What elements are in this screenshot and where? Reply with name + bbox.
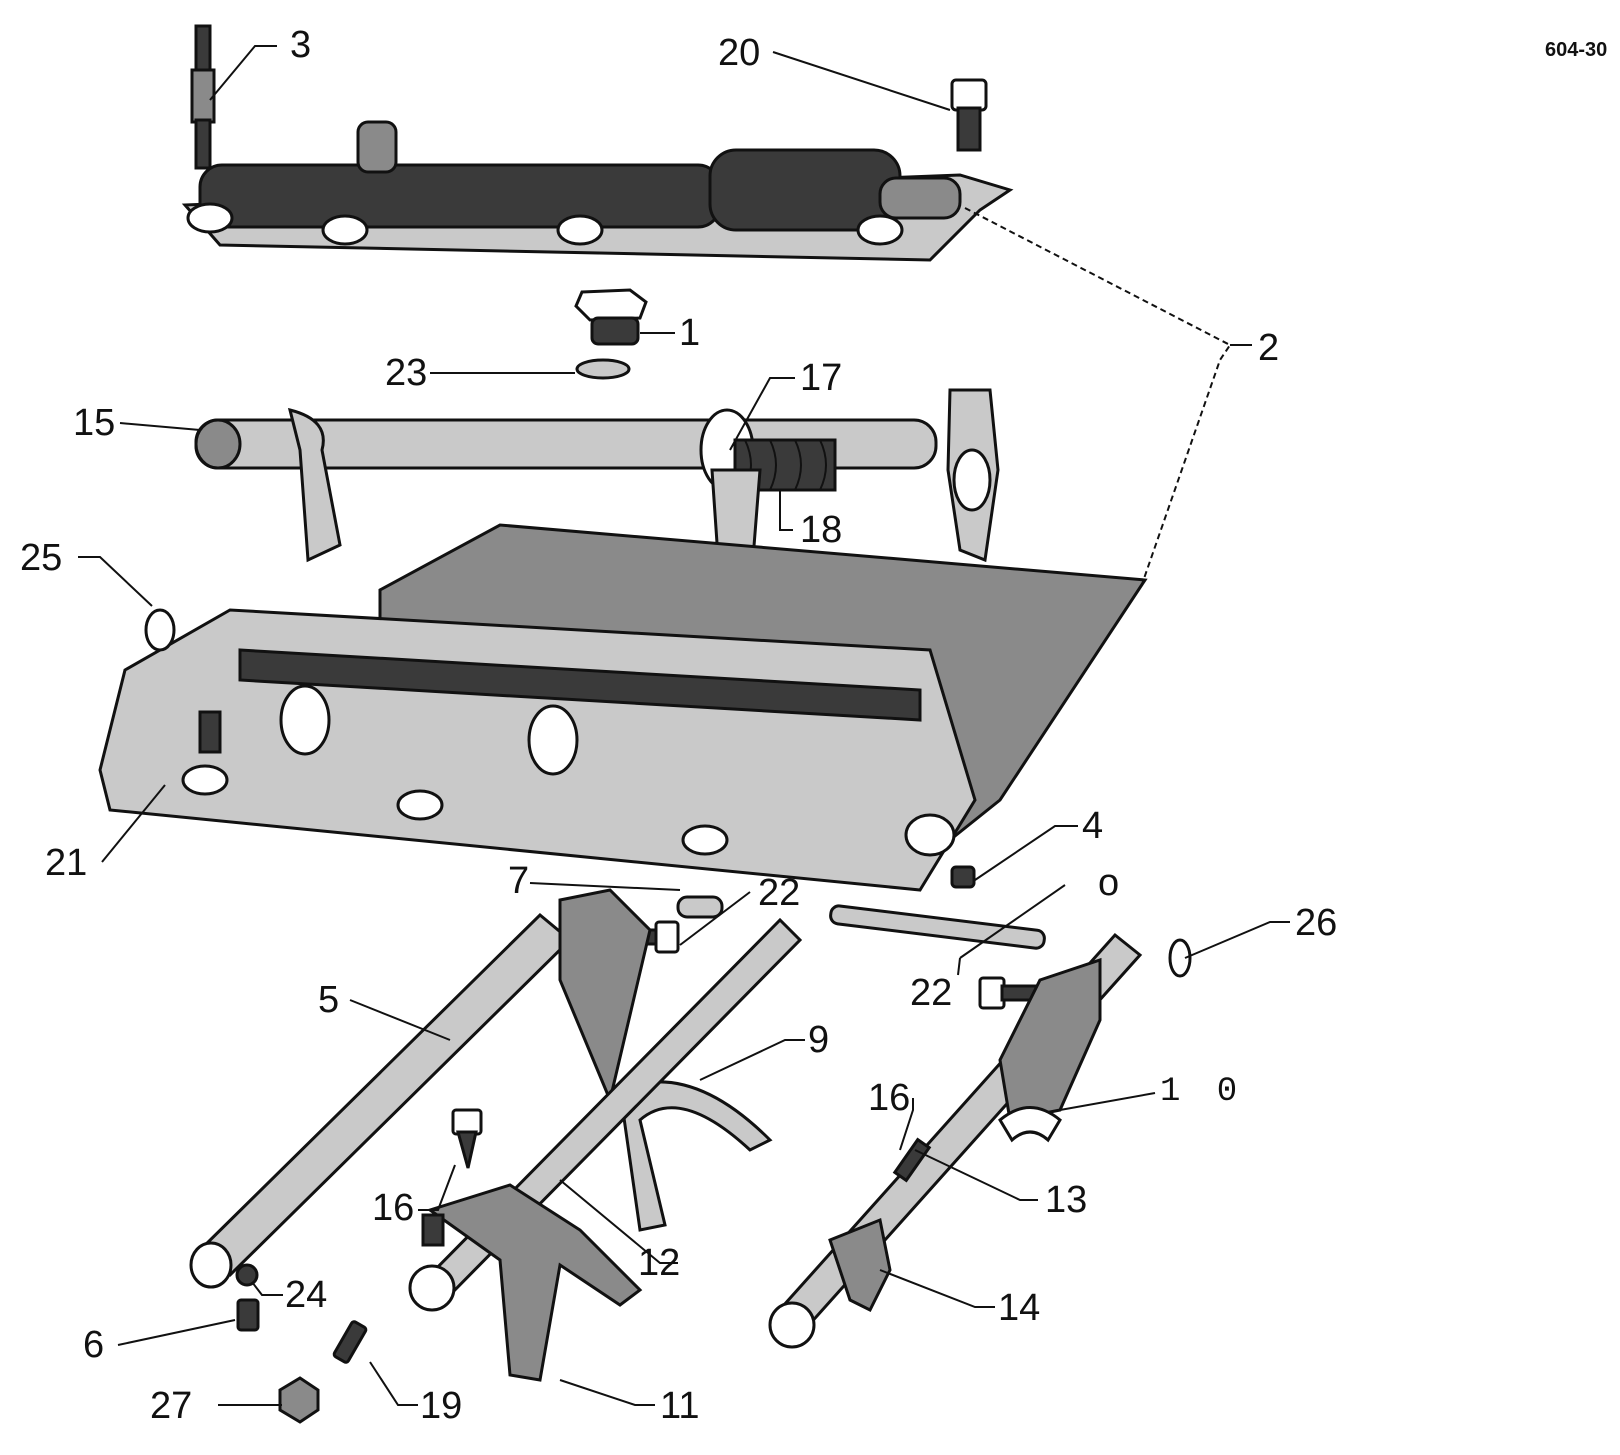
- callout-27: 27: [150, 1385, 192, 1427]
- callout-18: 18: [800, 509, 842, 551]
- callout-3: 3: [290, 24, 311, 66]
- callout-11: 11: [660, 1385, 699, 1427]
- callout-14: 14: [998, 1287, 1040, 1329]
- cap-nut: [950, 865, 976, 889]
- callout-7: 7: [508, 860, 529, 902]
- callout-26: 26: [1295, 902, 1337, 944]
- callout-21: 21: [45, 842, 87, 884]
- callout-1: 1: [679, 312, 700, 354]
- callout-17: 17: [800, 357, 842, 399]
- callout-4: 4: [1082, 805, 1103, 847]
- callout-9: 9: [808, 1019, 829, 1061]
- o-ring-right: [1168, 938, 1192, 978]
- callout-23: 23: [385, 352, 427, 394]
- set-screw-right: [978, 976, 1038, 1010]
- lock-nut: [278, 1376, 320, 1424]
- fork-lock-screw-right: [892, 1137, 932, 1183]
- callout-o: o: [1098, 862, 1119, 904]
- stud-bolt: [190, 24, 216, 170]
- callout-16-left: 16: [372, 1187, 414, 1229]
- callout-12: 12: [638, 1242, 680, 1284]
- detent-spring: [236, 1298, 260, 1332]
- drain-plug: [574, 288, 648, 346]
- callout-22-top: 22: [758, 872, 800, 914]
- callout-5: 5: [318, 979, 339, 1021]
- selector-fork-14: [828, 1217, 892, 1313]
- callout-25: 25: [20, 537, 62, 579]
- callout-labels: 1 2 3 4 5 6 7 9 1 0 11 12 13 14 15 16 16…: [20, 24, 1337, 1427]
- selector-fork-10: [998, 957, 1102, 1143]
- adjusting-screw: [332, 1320, 368, 1364]
- callout-2: 2: [1258, 327, 1279, 369]
- callout-16-right: 16: [868, 1077, 910, 1119]
- callout-15: 15: [73, 402, 115, 444]
- callout-13: 13: [1045, 1179, 1087, 1221]
- interlock-rod: [829, 904, 1046, 950]
- cover-bolt: [950, 78, 988, 152]
- sealing-washer: [575, 358, 631, 380]
- callout-24: 24: [285, 1274, 327, 1316]
- callout-19: 19: [420, 1385, 462, 1427]
- callout-6: 6: [83, 1324, 104, 1366]
- dowel-pin: [676, 895, 724, 919]
- fork-lock-screw-left: [451, 1108, 483, 1169]
- detent-ball: [235, 1263, 259, 1287]
- o-ring-left: [144, 608, 176, 652]
- callout-22-lower: 22: [910, 972, 952, 1014]
- callout-10: 1 0: [1160, 1073, 1245, 1111]
- figure-reference: 604-30: [1545, 39, 1607, 61]
- top-cover-housing: [181, 120, 1014, 262]
- selector-fork-11: [408, 1183, 643, 1382]
- selector-fork-9: [558, 888, 773, 1232]
- leader-lines: [78, 45, 1290, 1406]
- gearbox-cover-casing: [98, 523, 1148, 892]
- callout-20: 20: [718, 32, 760, 74]
